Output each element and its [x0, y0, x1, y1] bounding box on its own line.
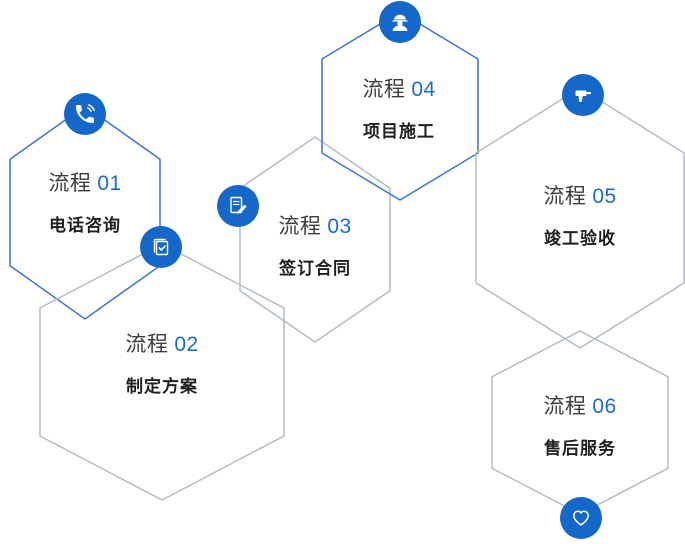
step-label: 流程	[362, 78, 406, 101]
hexagon-step-01	[9, 105, 161, 320]
step-label: 流程	[125, 333, 169, 356]
step-subtitle: 签订合同	[278, 259, 351, 278]
step-subtitle: 竣工验收	[543, 229, 616, 248]
hexagon-step-02	[39, 243, 285, 501]
step-label: 流程	[543, 395, 587, 418]
step-number: 02	[174, 333, 199, 356]
step-subtitle: 制定方案	[125, 377, 198, 396]
step-label: 流程	[543, 185, 587, 208]
hexagon-step-04	[321, 11, 479, 201]
hexagon-step-05	[475, 87, 685, 349]
checklist-icon	[140, 226, 182, 268]
heart-service-icon	[560, 497, 602, 539]
step-number: 04	[411, 78, 436, 101]
construction-worker-icon	[379, 1, 421, 43]
drill-icon	[562, 74, 604, 116]
step-subtitle: 电话咨询	[48, 216, 121, 235]
step-number: 05	[592, 185, 617, 208]
phone-icon	[64, 93, 106, 135]
step-subtitle: 售后服务	[543, 439, 616, 458]
step-number: 01	[97, 172, 122, 195]
step-subtitle: 项目施工	[362, 122, 435, 141]
step-label: 流程	[278, 215, 322, 238]
step-number: 06	[592, 395, 617, 418]
step-label: 流程	[48, 172, 92, 195]
contract-pen-icon	[217, 185, 259, 227]
step-number: 03	[327, 215, 352, 238]
